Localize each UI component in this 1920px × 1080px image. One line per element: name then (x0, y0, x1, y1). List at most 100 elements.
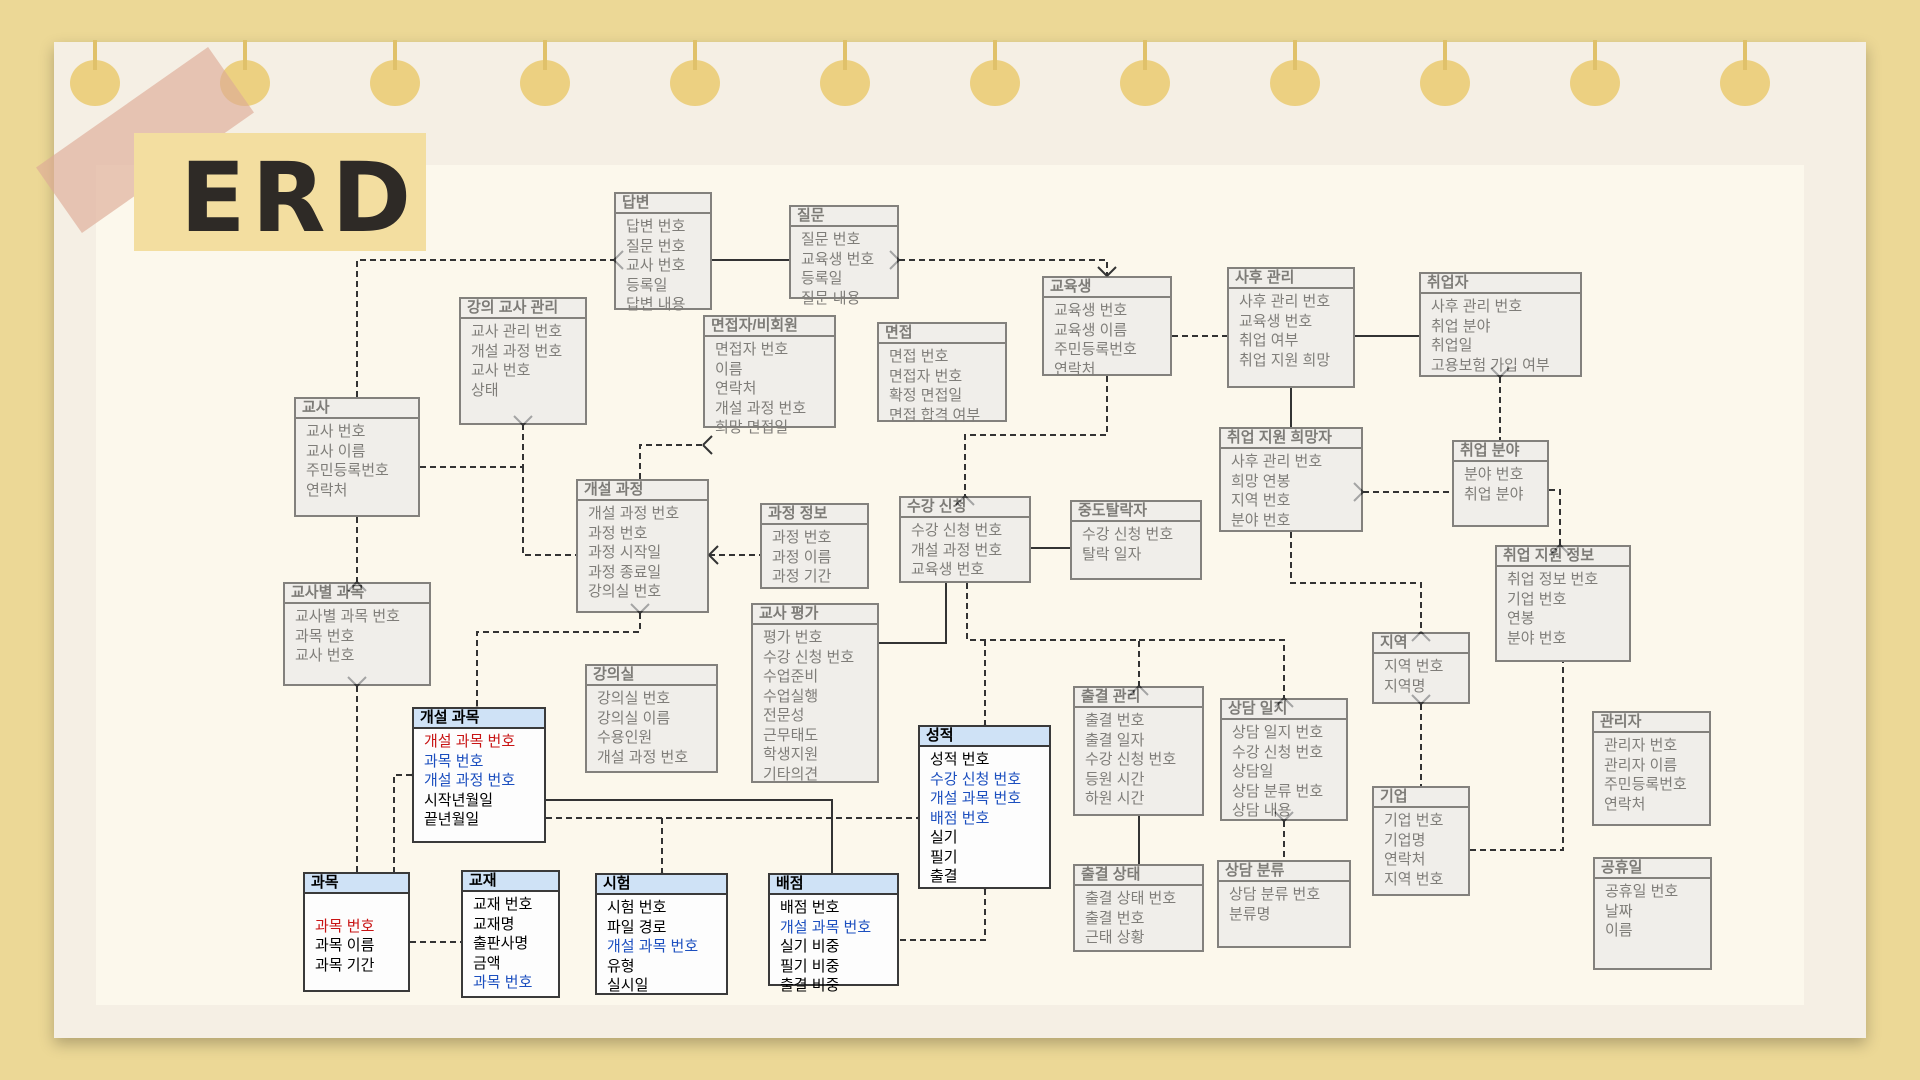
entity-attribute: 상담 분류 번호 (1229, 886, 1321, 903)
relationship-line (899, 889, 986, 941)
entity-attribute: 질문 번호 (801, 231, 861, 248)
entity-attribute: 개설 과정 번호 (597, 748, 689, 766)
entity-attribute: 지역 번호 (1384, 658, 1444, 675)
entity-attribute: 기업 번호 (1384, 812, 1444, 829)
entity-name: 출결 관리 (1075, 688, 1202, 708)
entity-attribute: 강의실 번호 (597, 690, 671, 707)
binder-ring (1420, 40, 1470, 106)
entity-attribute: 주민등록번호 (1054, 341, 1137, 358)
binder-ring (970, 40, 1020, 106)
entity-attribute: 배점 번호 (930, 809, 990, 827)
relationship-line (393, 774, 412, 872)
entity-attribute: 파일 경로 (607, 918, 667, 936)
entity-attribute: 출결 상태 번호 (1085, 890, 1177, 907)
relationship-line (546, 799, 833, 873)
entity-attribute: 개설 과정 번호 (424, 772, 516, 789)
entity-name: 답변 (616, 194, 710, 214)
entity-attribute: 분야 번호 (1464, 466, 1524, 483)
entity-name: 공휴일 (1595, 859, 1710, 879)
entity-attribute: 교육생 번호 (1054, 302, 1128, 319)
entity-attribute: 출결 번호 (1085, 712, 1145, 729)
entity-attribute: 분야 번호 (1507, 629, 1567, 647)
ring-peg (1443, 40, 1447, 70)
entity-name: 시험 (597, 875, 726, 895)
relationship-line (356, 259, 614, 397)
entity-attribute: 수업실행 (763, 687, 819, 705)
entity-attribute: 면접자 번호 (889, 367, 963, 385)
binder-ring (820, 40, 870, 106)
entity-attribute: 개설 과목 번호 (607, 938, 699, 955)
entity-name: 강의 교사 관리 (461, 299, 585, 319)
entity-attribute: 금액 (473, 954, 501, 972)
entity-attribute: 개설 과정 번호 (715, 399, 807, 417)
entity-attribute: 수강 신청 번호 (911, 522, 1003, 539)
entity-attribute: 취업 여부 (1239, 332, 1299, 349)
entity-name: 취업 분야 (1454, 442, 1547, 462)
entity-attribute: 취업 분야 (1431, 317, 1491, 335)
entity-name: 교사 (296, 399, 418, 419)
entity-attribute: 과정 번호 (588, 524, 648, 542)
entity-attribute: 전문성 (763, 707, 805, 724)
entity-attribute: 관리자 이름 (1604, 756, 1678, 774)
entity-attribute: 등원 시간 (1085, 770, 1145, 788)
page-title: ERD (180, 142, 418, 254)
entity-name: 지역 (1374, 634, 1468, 654)
entity-name: 배점 (770, 875, 897, 895)
binder-ring (520, 40, 570, 106)
entity-attribute: 개설 과정 번호 (588, 505, 680, 522)
entity-attribute: 과목 번호 (315, 917, 375, 935)
ring-peg (1593, 40, 1597, 70)
ring-peg (393, 40, 397, 70)
entity-name: 과정 정보 (762, 505, 867, 525)
entity-attribute: 교육생 번호 (911, 561, 985, 578)
entity-attribute: 과목 이름 (315, 937, 375, 954)
entity-attribute: 끝년월일 (424, 811, 480, 828)
entity-attribute: 주민등록번호 (1604, 776, 1687, 793)
entity-attribute: 과목 번호 (424, 752, 484, 770)
entity-attribute: 사후 관리 번호 (1239, 293, 1331, 310)
entity-attribute: 취업 정보 번호 (1507, 571, 1599, 588)
ring-peg (1143, 40, 1147, 70)
entity-attribute: 교사 번호 (471, 362, 531, 379)
entity-name: 취업자 (1421, 274, 1580, 294)
entity-attribute: 희망 연봉 (1231, 472, 1291, 490)
entity-attribute: 연락처 (306, 481, 348, 499)
relationship-line (1139, 639, 1285, 698)
entity-attribute: 교사 관리 번호 (471, 323, 563, 340)
entity-attribute: 강의실 번호 (588, 583, 662, 600)
ring-peg (993, 40, 997, 70)
entity-attribute: 상담 일지 번호 (1232, 724, 1324, 741)
relationship-line (964, 376, 1108, 496)
entity-attribute: 수업준비 (763, 668, 819, 685)
relationship-line (420, 425, 524, 468)
entity-attribute: 필기 (930, 848, 958, 866)
relationship-line (1470, 662, 1564, 851)
entity-attribute: 취업일 (1431, 337, 1473, 354)
